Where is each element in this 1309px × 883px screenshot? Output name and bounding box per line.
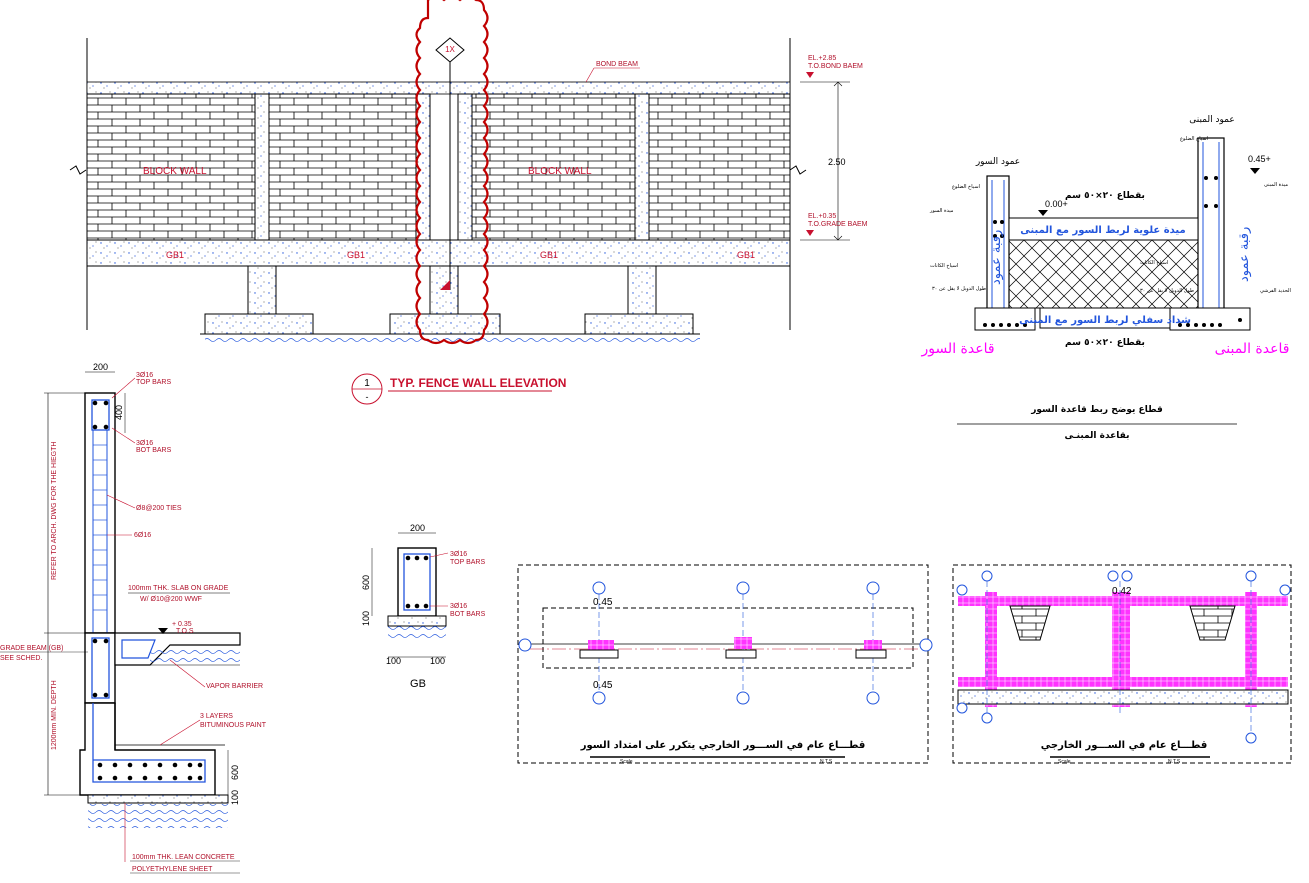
lower-beam: شداد سفلي لربط السور مع المبنى xyxy=(1019,315,1191,326)
block-panel xyxy=(648,93,791,241)
wall-label: BLOCK WALL xyxy=(143,166,207,177)
fence-elevation: 1X BOND BEAM EL.+2.85 T.O.BOND BAEM 2.50… xyxy=(69,0,868,405)
depth-note: 1200mm MIN. DEPTH xyxy=(51,680,58,750)
gb-top-qty: 3Ø16 xyxy=(450,551,467,558)
col-building: عمود المبنى xyxy=(1189,115,1234,125)
section-marker: 1X xyxy=(445,45,455,54)
note-label: اسياخ الكانات xyxy=(1140,260,1168,266)
gb-note-2: SEE SCHED. xyxy=(0,655,42,662)
arabic-footing-section: عمود السور عمود المبنى رقبة عمود رقبة عم… xyxy=(920,115,1290,441)
gb-label: GB1 xyxy=(347,250,365,260)
gb-dim-100: 100 xyxy=(430,656,445,666)
slab-note: 100mm THK. SLAB ON GRADE xyxy=(128,585,229,592)
gb-bot: BOT BARS xyxy=(450,611,486,618)
top-bars: TOP BARS xyxy=(136,379,171,386)
plan1-dim-bot: 0.45 xyxy=(593,680,613,691)
block-panel xyxy=(268,93,417,241)
plan2-nts: N.T.S xyxy=(1168,759,1181,765)
slab-level: + 0.35 xyxy=(172,621,192,628)
note-label: الحديد الفرشي xyxy=(1260,288,1291,294)
polyethylene: POLYETHYLENE SHEET xyxy=(132,866,213,873)
vapor-barrier: VAPOR BARRIER xyxy=(206,683,263,690)
note-label: اسياخ الكانات xyxy=(930,263,958,269)
block-panel xyxy=(86,93,256,241)
revision-cloud xyxy=(415,0,489,345)
plan1-scale: Scale xyxy=(620,759,633,765)
level-right: 0.45+ xyxy=(1248,154,1271,164)
dim-400: 400 xyxy=(114,405,124,420)
elevation-title: TYP. FENCE WALL ELEVATION xyxy=(390,376,566,390)
neck-right: رقبة عمود xyxy=(1237,227,1252,282)
gb-dim-100: 100 xyxy=(361,611,371,626)
plan-section-1: 0.45 0.45 قطـــاع عام في الســـور الخارج… xyxy=(517,564,933,765)
gb-label: GB1 xyxy=(540,250,558,260)
top-bars-qty: 3Ø16 xyxy=(136,372,153,379)
neck-left: رقبة عمود xyxy=(989,230,1004,285)
grade-beam-detail: 200 600 100 100 100 3Ø16 TOP BARS 3Ø16 B… xyxy=(361,523,486,690)
vert-bars: 6Ø16 xyxy=(134,532,151,539)
gb-dim-200: 200 xyxy=(410,523,425,533)
ties-label: Ø8@200 TIES xyxy=(136,505,182,512)
lean-concrete: 100mm THK. LEAN CONCRETE xyxy=(132,854,235,861)
slab-note-2: W/ Ø10@200 WWF xyxy=(140,596,202,603)
dim-200: 200 xyxy=(93,362,108,372)
gb-bot-qty: 3Ø16 xyxy=(450,603,467,610)
note-label: اسياخ الضلوع xyxy=(952,184,980,190)
note-label: ميدة المبنى xyxy=(1264,182,1288,188)
plan-section-2: 0.42 قطـــاع عام في الســـور الخارجي Sca… xyxy=(952,564,1292,765)
plan1-dim-top: 0.45 xyxy=(593,597,613,608)
cut-upper: بقطاع ٢٠×٥٠ سم xyxy=(1065,191,1145,201)
upper-beam: ميدة علوية لربط السور مع المبنى xyxy=(1020,225,1185,236)
note-label: طول الدوبل لا يقل عن ٣٠ xyxy=(1140,288,1194,294)
gb-top: TOP BARS xyxy=(450,559,485,566)
el-top-sub: T.O.BOND BAEM xyxy=(808,63,863,70)
gb-dim-600: 600 xyxy=(361,575,371,590)
gb-caption: GB xyxy=(410,678,426,690)
level-left: 0.00+ xyxy=(1045,199,1068,209)
el-grade-sub: T.O.GRADE BAEM xyxy=(808,221,868,228)
slab-level-sub: T.O.S xyxy=(176,628,194,635)
plan2-scale: Scale xyxy=(1058,759,1071,765)
base-fence: قاعدة السور xyxy=(920,341,994,357)
note-label: ميدة السور xyxy=(929,208,954,214)
block-panel xyxy=(471,93,636,241)
bot-bars: BOT BARS xyxy=(136,447,172,454)
plan1-title: قطـــاع عام في الســـور الخارجي يتكرر عل… xyxy=(580,740,866,751)
dim-600: 600 xyxy=(230,765,240,780)
base-building: قاعدة المبنى xyxy=(1215,341,1290,357)
gb-label: GB1 xyxy=(737,250,755,260)
plan1-nts: N.T.S xyxy=(820,759,833,765)
paint-note-1: 3 LAYERS xyxy=(200,713,233,720)
height-note: REFER TO ARCH. DWG FOR THE HIEGTH xyxy=(51,442,58,580)
note-label: اسياخ الضلوع xyxy=(1180,136,1208,142)
el-top: EL.+2.85 xyxy=(808,55,836,62)
gb-label: GB1 xyxy=(166,250,184,260)
col-fence: عمود السور xyxy=(975,157,1020,167)
plan2-title: قطـــاع عام في الســـور الخارجي xyxy=(1041,740,1208,751)
el-grade: EL.+0.35 xyxy=(808,213,836,220)
bond-beam-label: BOND BEAM xyxy=(596,61,638,68)
note-label: طول الدوبل لا يقل عن ٣٠ xyxy=(932,286,986,292)
fence-wall-section: 200 400 3Ø16 TOP BARS 3Ø16 BOT BARS Ø8@2… xyxy=(0,362,267,874)
plan2-dim-top: 0.42 xyxy=(1112,586,1132,597)
caption-1: قطاع يوضح ربط قاعدة السور xyxy=(1030,405,1163,415)
title-sub: - xyxy=(366,392,369,402)
paint-note-2: BITUMINOUS PAINT xyxy=(200,722,267,729)
dim-100: 100 xyxy=(230,790,240,805)
bot-bars-qty: 3Ø16 xyxy=(136,440,153,447)
gb-dim-100: 100 xyxy=(386,656,401,666)
title-number: 1 xyxy=(364,378,370,389)
gb-note: GRADE BEAM (GB) xyxy=(0,645,63,652)
cut-lower: بقطاع ٢٠×٥٠ سم xyxy=(1065,338,1145,348)
caption-2: بقاعدة المبنـى xyxy=(1064,431,1129,441)
height-dim: 2.50 xyxy=(828,157,846,167)
wall-label: BLOCK WALL xyxy=(528,166,592,177)
